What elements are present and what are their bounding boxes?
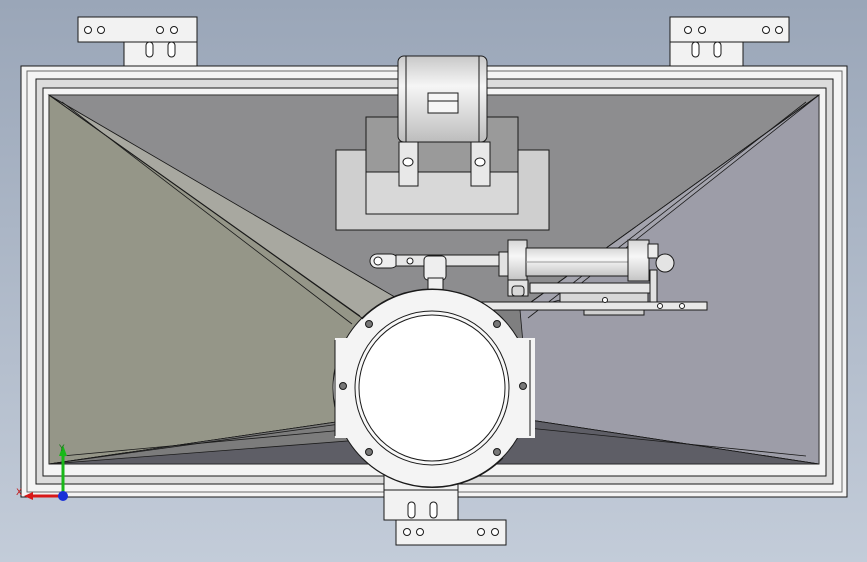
coordinate-triad: X Y xyxy=(16,444,68,501)
butterfly-valve[interactable] xyxy=(332,255,535,521)
triad-x-label: X xyxy=(16,488,22,498)
vibrator-motor-assembly[interactable] xyxy=(335,55,550,231)
pneumatic-actuator[interactable] xyxy=(369,239,708,316)
mounting-bracket-bottom[interactable] xyxy=(383,489,507,546)
triad-y-label: Y xyxy=(58,444,65,454)
triad-z-axis xyxy=(58,491,68,501)
